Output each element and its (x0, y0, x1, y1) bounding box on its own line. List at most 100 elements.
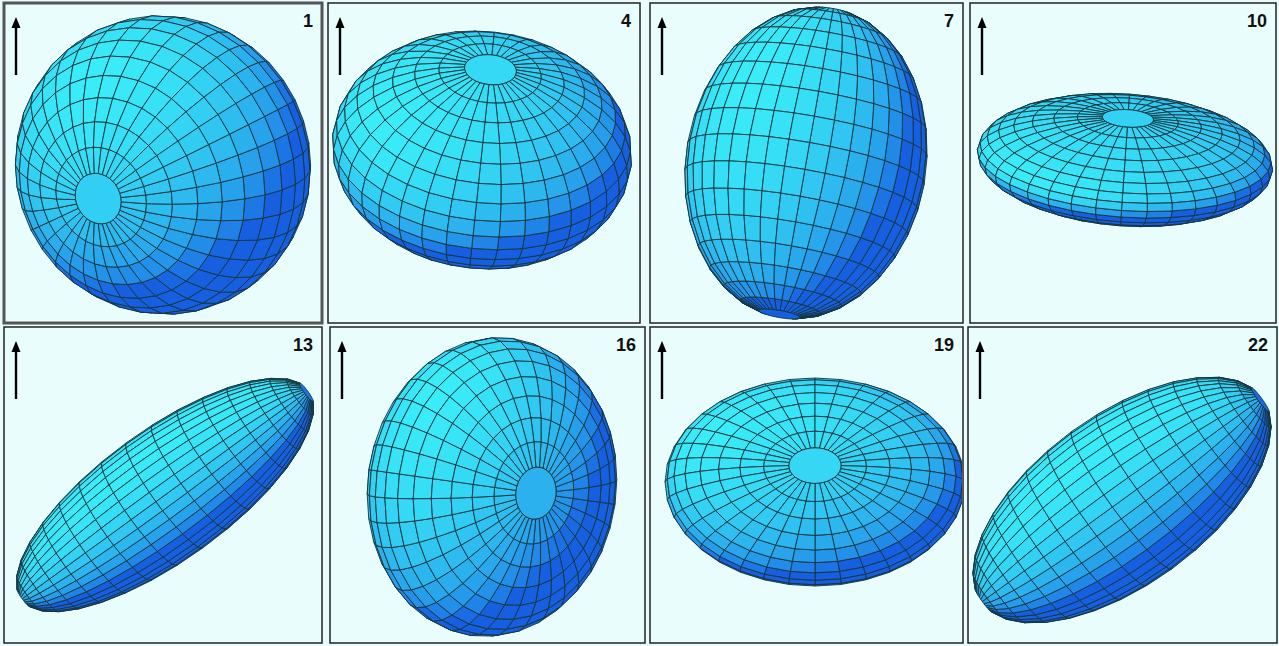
mesh-facet (413, 476, 433, 499)
mesh-facet (456, 160, 480, 183)
mesh-facet (479, 163, 502, 184)
mesh-facet (478, 84, 489, 103)
mesh-facet (1122, 193, 1147, 203)
mesh-facet (744, 162, 765, 191)
mesh-facet (501, 184, 525, 204)
mesh-facet (473, 220, 500, 237)
panel-frame (650, 3, 963, 323)
mesh-facet (221, 199, 245, 221)
arrow-head (12, 341, 21, 352)
mesh-facet (799, 66, 822, 92)
mesh-facet (789, 113, 814, 143)
mesh-facet (540, 540, 550, 565)
mesh-facet (473, 472, 496, 488)
mesh-facet (385, 498, 399, 523)
arrow-head (658, 17, 667, 28)
ellipsoid-figure (367, 338, 617, 636)
mesh-facet (1172, 201, 1196, 211)
mesh-facet (810, 30, 829, 49)
panel (650, 3, 963, 323)
mesh-facet (80, 528, 108, 553)
mesh-facet (495, 249, 522, 260)
mesh-facet (385, 472, 400, 498)
mesh-facet (760, 241, 775, 265)
mesh-facet (1144, 172, 1167, 184)
mesh-facet (805, 46, 826, 68)
mesh-facet (854, 99, 874, 129)
mesh-facet (466, 120, 485, 142)
mesh-facet (523, 180, 548, 203)
mesh-facet (762, 263, 775, 283)
panel-frame (650, 327, 963, 643)
mesh-facet (1055, 110, 1081, 114)
mesh-facet (149, 474, 181, 501)
mesh-facet (775, 299, 782, 311)
mesh-facet (496, 103, 511, 123)
mesh-facet (760, 217, 778, 244)
mesh-facet (481, 143, 501, 165)
mesh-facet (541, 418, 551, 444)
mesh-facet (452, 465, 476, 484)
mesh-facet (70, 100, 83, 128)
mesh-facet (171, 204, 198, 220)
mesh-facet (1216, 192, 1236, 205)
ellipsoid-figure (977, 93, 1272, 226)
mesh-facet (1027, 184, 1049, 198)
mesh-facet (475, 203, 501, 222)
arrow-head (978, 17, 987, 28)
mesh-facet (461, 140, 483, 163)
mesh-facet (86, 221, 95, 245)
panel-frame (4, 3, 322, 323)
ellipsoid-figure (15, 16, 310, 314)
mesh-facet (1109, 147, 1126, 160)
mesh-facet (199, 441, 228, 466)
mesh-facet (125, 492, 156, 519)
mesh-facet (913, 118, 921, 149)
mesh-facet (1113, 137, 1127, 149)
mesh-facet (501, 163, 523, 184)
mesh-facet (588, 485, 601, 502)
mesh-facet (1147, 203, 1172, 212)
panel-frame (328, 3, 640, 323)
mesh-facet (702, 161, 714, 189)
mesh-facet (175, 457, 206, 484)
mesh-facet (500, 203, 525, 222)
mesh-facet (500, 143, 521, 165)
mesh-facet (520, 160, 544, 183)
direction-arrow (15, 349, 17, 399)
mesh-facet (714, 188, 729, 214)
mesh-facet (1122, 202, 1148, 211)
mesh-facet (785, 139, 810, 169)
ellipsoid-figure (333, 31, 631, 269)
mesh-facet (471, 248, 498, 259)
mesh-facet (398, 474, 415, 499)
mesh-facet (57, 199, 77, 208)
ellipsoid-figure (17, 378, 313, 611)
mesh-facet (774, 243, 791, 267)
mesh-facet (744, 189, 762, 217)
mesh-facet (223, 426, 250, 449)
mesh-facet (729, 214, 746, 240)
mesh-facet (452, 180, 478, 203)
panel (650, 327, 965, 643)
panel (328, 3, 640, 323)
mesh-facet (744, 215, 760, 241)
mesh-facet (687, 163, 693, 192)
mesh-facet (1123, 183, 1147, 194)
mesh-facet (714, 161, 729, 188)
direction-arrow (15, 25, 17, 75)
panel (4, 3, 322, 323)
direction-arrow (339, 25, 341, 75)
panel-frame (330, 327, 645, 643)
arrow-head (338, 341, 347, 352)
mesh-facet (197, 202, 223, 221)
mesh-facet (1146, 211, 1172, 218)
mesh-facet (429, 174, 456, 199)
mesh-facet (1048, 191, 1072, 204)
panel-frame (970, 3, 1276, 323)
direction-arrow (341, 349, 343, 399)
mesh-facet (1146, 183, 1171, 194)
mesh-facet (472, 236, 499, 250)
mesh-facet (431, 479, 452, 499)
